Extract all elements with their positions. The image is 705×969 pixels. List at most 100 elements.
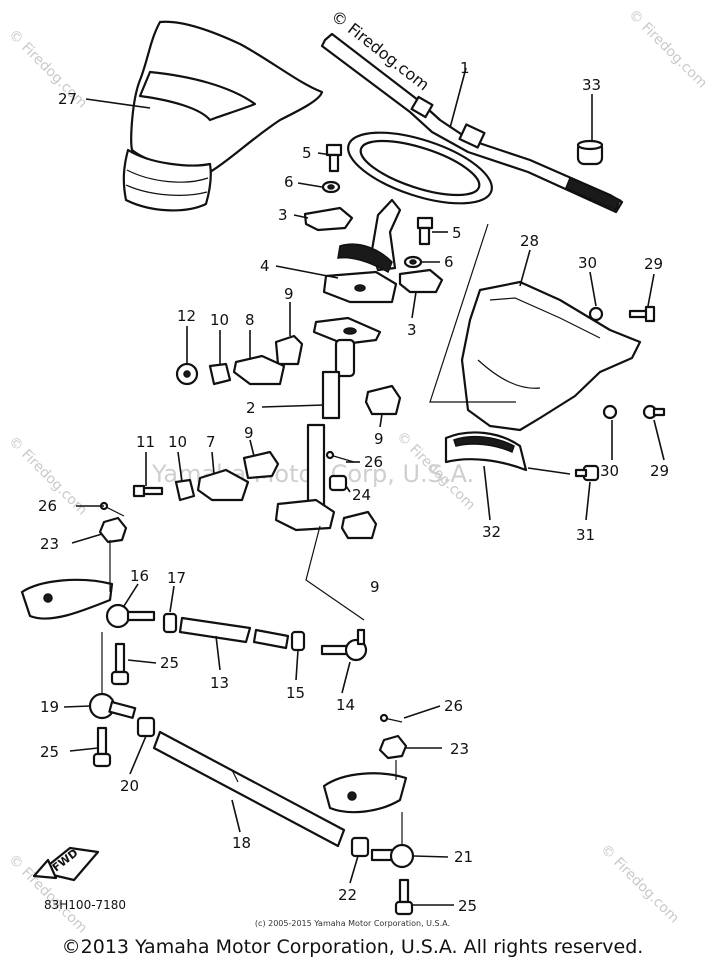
right-tie-arm [322,772,408,814]
part-32-cover [444,431,528,472]
callout-23-left: 23 [40,535,59,553]
callout-28: 28 [520,232,539,250]
callout-20: 20 [120,777,139,795]
part-9-bushing-b [364,384,402,416]
left-tie-arm [20,578,114,620]
part-11-bolt [132,484,164,498]
callout-21: 21 [454,848,473,866]
callout-6-upper: 6 [284,173,294,191]
callout-8: 8 [245,311,255,329]
callout-10-upper: 10 [210,311,229,329]
callout-3-lower: 3 [407,321,417,339]
watermark-top-left: © Firedog.com [5,27,90,112]
steering-wheel [337,131,493,274]
footer-copyright: ©2013 Yamaha Motor Corporation, U.S.A. A… [61,936,644,958]
callout-30-lower: 30 [600,462,619,480]
watermark-top-right: © Firedog.com [625,7,705,92]
part-5-bolt-upper [325,143,343,173]
part-25-bolt-left [92,726,112,768]
part-8-bracket [232,354,286,386]
callout-10-lower: 10 [168,433,187,451]
callout-29-lower: 29 [650,462,669,480]
part-20-nut [136,716,156,738]
callout-25-right: 25 [458,897,477,915]
callout-25-left: 25 [40,743,59,761]
callout-26-left: 26 [38,497,57,515]
part-12-nut [175,362,199,386]
part-3-clamp-lower [398,268,444,294]
part-33-cap [576,139,604,166]
callout-18: 18 [232,834,251,852]
part-25-bolt-right [394,878,414,916]
callout-33: 33 [582,76,601,94]
callout-23-right: 23 [450,740,469,758]
watermark-bottom-right: © Firedog.com [597,842,682,927]
part-10-block-upper [208,362,232,386]
callout-19: 19 [40,698,59,716]
callout-15: 15 [286,684,305,702]
part-24-nut [328,474,348,492]
callout-labels: 1 2 3 3 4 5 5 6 6 7 8 9 9 9 9 10 10 11 1… [38,59,669,915]
part-18-rod [152,730,346,848]
part-26-pin-mid [325,450,355,463]
part-29-bolt-upper [628,305,656,323]
callout-3-upper: 3 [278,206,288,224]
callout-26-mid: 26 [364,453,383,471]
diagram-code: 83H100-7180 [44,898,127,912]
callout-22: 22 [338,886,357,904]
part-21-ball-joint [370,843,415,869]
callout-5-upper: 5 [302,144,312,162]
callout-27: 27 [58,90,77,108]
callout-9-a: 9 [284,285,294,303]
callout-26-right: 26 [444,697,463,715]
part-16-rod-end [105,603,156,629]
steering-arm [274,498,336,532]
part-25-bolt-upper [110,642,130,686]
callout-24: 24 [352,486,371,504]
callout-29-upper: 29 [644,255,663,273]
part-10-block-lower [174,478,196,502]
part-29-bolt-lower [642,404,666,420]
part-5-bolt-lower [416,216,434,246]
callout-2: 2 [246,399,256,417]
callout-14: 14 [336,696,355,714]
part-27-cover [122,20,324,212]
callout-6-lower: 6 [444,253,454,271]
part-31-bolt [574,464,600,482]
callout-9-d: 9 [370,578,380,596]
callout-7: 7 [206,433,216,451]
part-28-frame [460,280,642,432]
part-4-bracket [322,270,398,304]
part-26-pin-right [379,713,403,723]
callout-5-lower: 5 [452,224,462,242]
part-1-handlebar [320,32,624,214]
callout-25-upper: 25 [160,654,179,672]
callout-17: 17 [167,569,186,587]
callout-9-b: 9 [374,430,384,448]
part-13-rod [178,616,252,644]
callout-4: 4 [260,257,270,275]
part-9-bushing-a [274,334,304,366]
part-15-nut [290,630,306,652]
part-23-nut-left [98,516,128,544]
part-9-bushing-c [242,450,280,480]
part-6-washer-lower [403,255,423,269]
callout-31: 31 [576,526,595,544]
part-15-sleeve [252,628,290,650]
part-9-bushing-d [340,510,378,540]
callout-16: 16 [130,567,149,585]
part-30-washer-upper [588,306,604,322]
part-3-clamp-upper [303,206,354,232]
part-6-washer-upper [321,180,341,194]
callout-30-upper: 30 [578,254,597,272]
alignment-lines [101,223,516,846]
callout-11: 11 [136,433,155,451]
part-14-rod-end [320,628,368,662]
part-22-nut [350,836,370,858]
small-copyright: (c) 2005-2015 Yamaha Motor Corporation, … [254,919,451,928]
callout-32: 32 [482,523,501,541]
callout-9-c: 9 [244,424,254,442]
part-23-nut-right [378,734,408,760]
callout-12: 12 [177,307,196,325]
